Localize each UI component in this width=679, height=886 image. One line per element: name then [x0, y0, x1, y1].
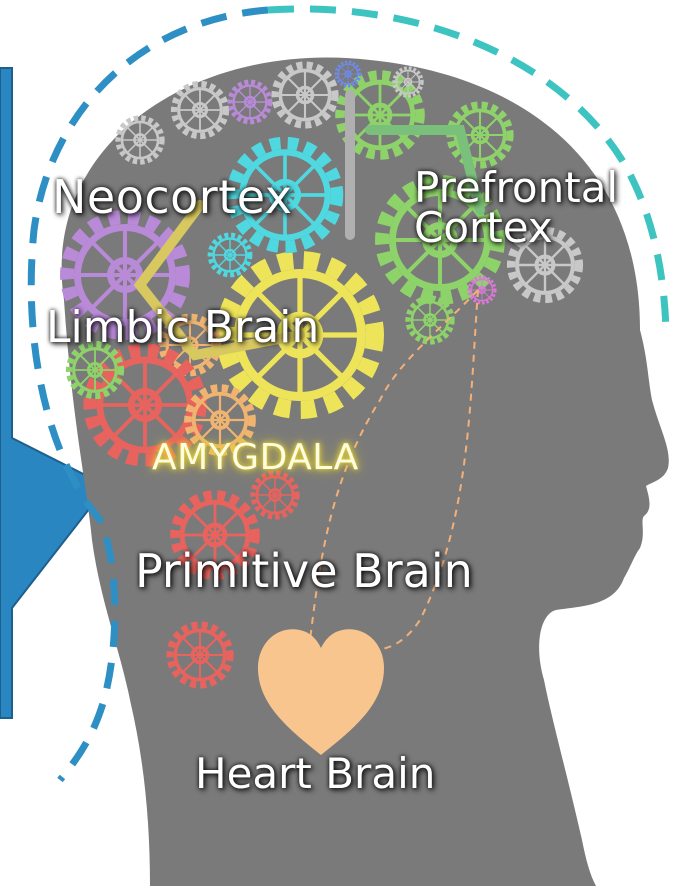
label-amygdala: AMYGDALA [152, 440, 359, 476]
label-heart-brain: Heart Brain [195, 753, 435, 795]
label-prefrontal-line1: Prefrontal [414, 168, 618, 208]
label-prefrontal-line2: Cortex [414, 208, 618, 248]
label-neocortex: Neocortex [52, 174, 292, 220]
label-primitive-brain: Primitive Brain [135, 548, 473, 594]
label-prefrontal-cortex: Prefrontal Cortex [414, 168, 618, 248]
label-limbic-brain: Limbic Brain [46, 306, 319, 350]
